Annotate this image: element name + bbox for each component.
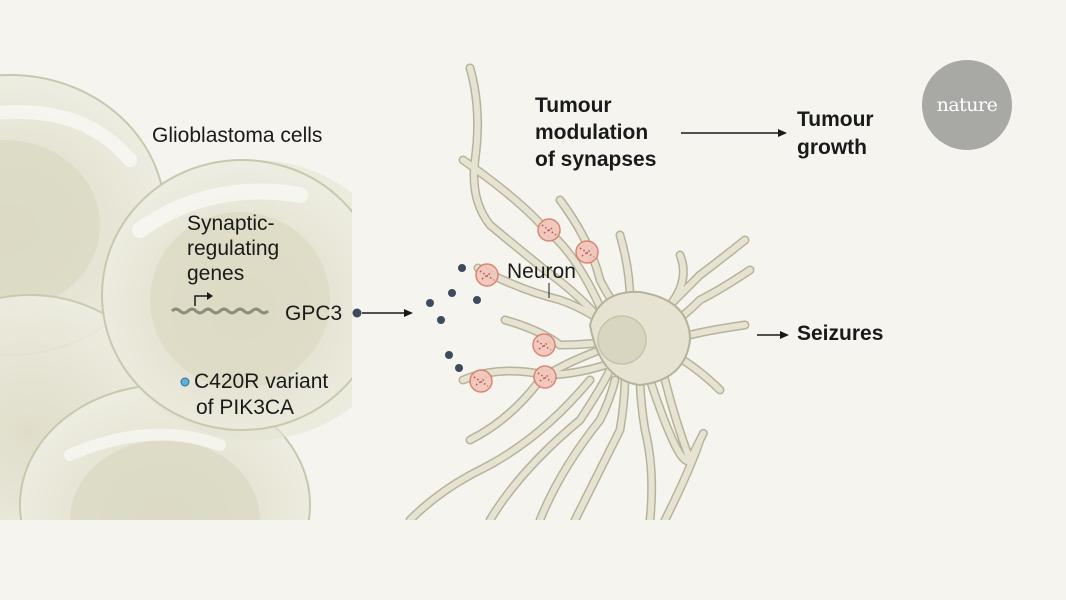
synapse <box>537 218 561 242</box>
variant-dot <box>180 377 190 387</box>
synaptic-genes-line: Synaptic- <box>187 212 275 235</box>
seizures-arrow <box>757 331 789 339</box>
glioblastoma-cell-cluster <box>0 74 352 520</box>
gpc3-label: GPC3 <box>285 302 343 325</box>
gpc3-dot <box>426 299 434 307</box>
tumour-modulation-line: Tumour <box>535 94 612 117</box>
synaptic-genes-label: Synaptic- regulating genes <box>187 211 279 286</box>
variant-label: C420R variant of PIK3CA <box>194 369 328 421</box>
synapse <box>475 263 499 287</box>
secreted-gpc3-dots <box>426 264 481 372</box>
synaptic-genes-line: regulating <box>187 237 280 260</box>
tumour-growth-line: Tumour <box>797 108 874 131</box>
variant-line: C420R variant <box>194 370 329 393</box>
synapses <box>469 218 599 393</box>
tumour-modulation-line: of synapses <box>535 148 657 171</box>
glioblastoma-cell <box>0 74 166 356</box>
gpc3-protein-dot <box>352 308 362 318</box>
gpc3-dot <box>437 316 445 324</box>
glioblastoma-label: Glioblastoma cells <box>152 124 323 147</box>
nature-logo-text: nature <box>936 94 998 116</box>
glioblastoma-cell-main <box>101 159 352 440</box>
variant-line: of PIK3CA <box>196 396 295 419</box>
modulation-to-growth-arrow <box>681 129 787 137</box>
tumour-modulation-label: Tumour modulation of synapses <box>535 92 656 173</box>
neuron-nucleus <box>597 315 647 365</box>
gpc3-dot <box>448 289 456 297</box>
gpc3-secretion-arrow <box>362 309 413 317</box>
gpc3-dot <box>458 264 466 272</box>
nature-logo: nature <box>922 60 1012 150</box>
synapse <box>469 369 493 393</box>
gpc3-dot <box>455 364 463 372</box>
gpc3-dot <box>445 351 453 359</box>
tumour-growth-line: growth <box>797 136 867 159</box>
synapse <box>532 333 556 357</box>
tumour-growth-label: Tumour growth <box>797 106 874 162</box>
synaptic-genes-line: genes <box>187 262 245 285</box>
tumour-modulation-line: modulation <box>535 121 649 144</box>
synapse <box>575 240 599 264</box>
neuron-label: Neuron <box>507 260 576 283</box>
neuron <box>405 63 755 520</box>
seizures-label: Seizures <box>797 322 884 345</box>
neuron-soma <box>588 290 692 387</box>
gpc3-dot <box>473 296 481 304</box>
synapse <box>533 365 557 389</box>
gene-transcription-icon <box>170 292 270 315</box>
